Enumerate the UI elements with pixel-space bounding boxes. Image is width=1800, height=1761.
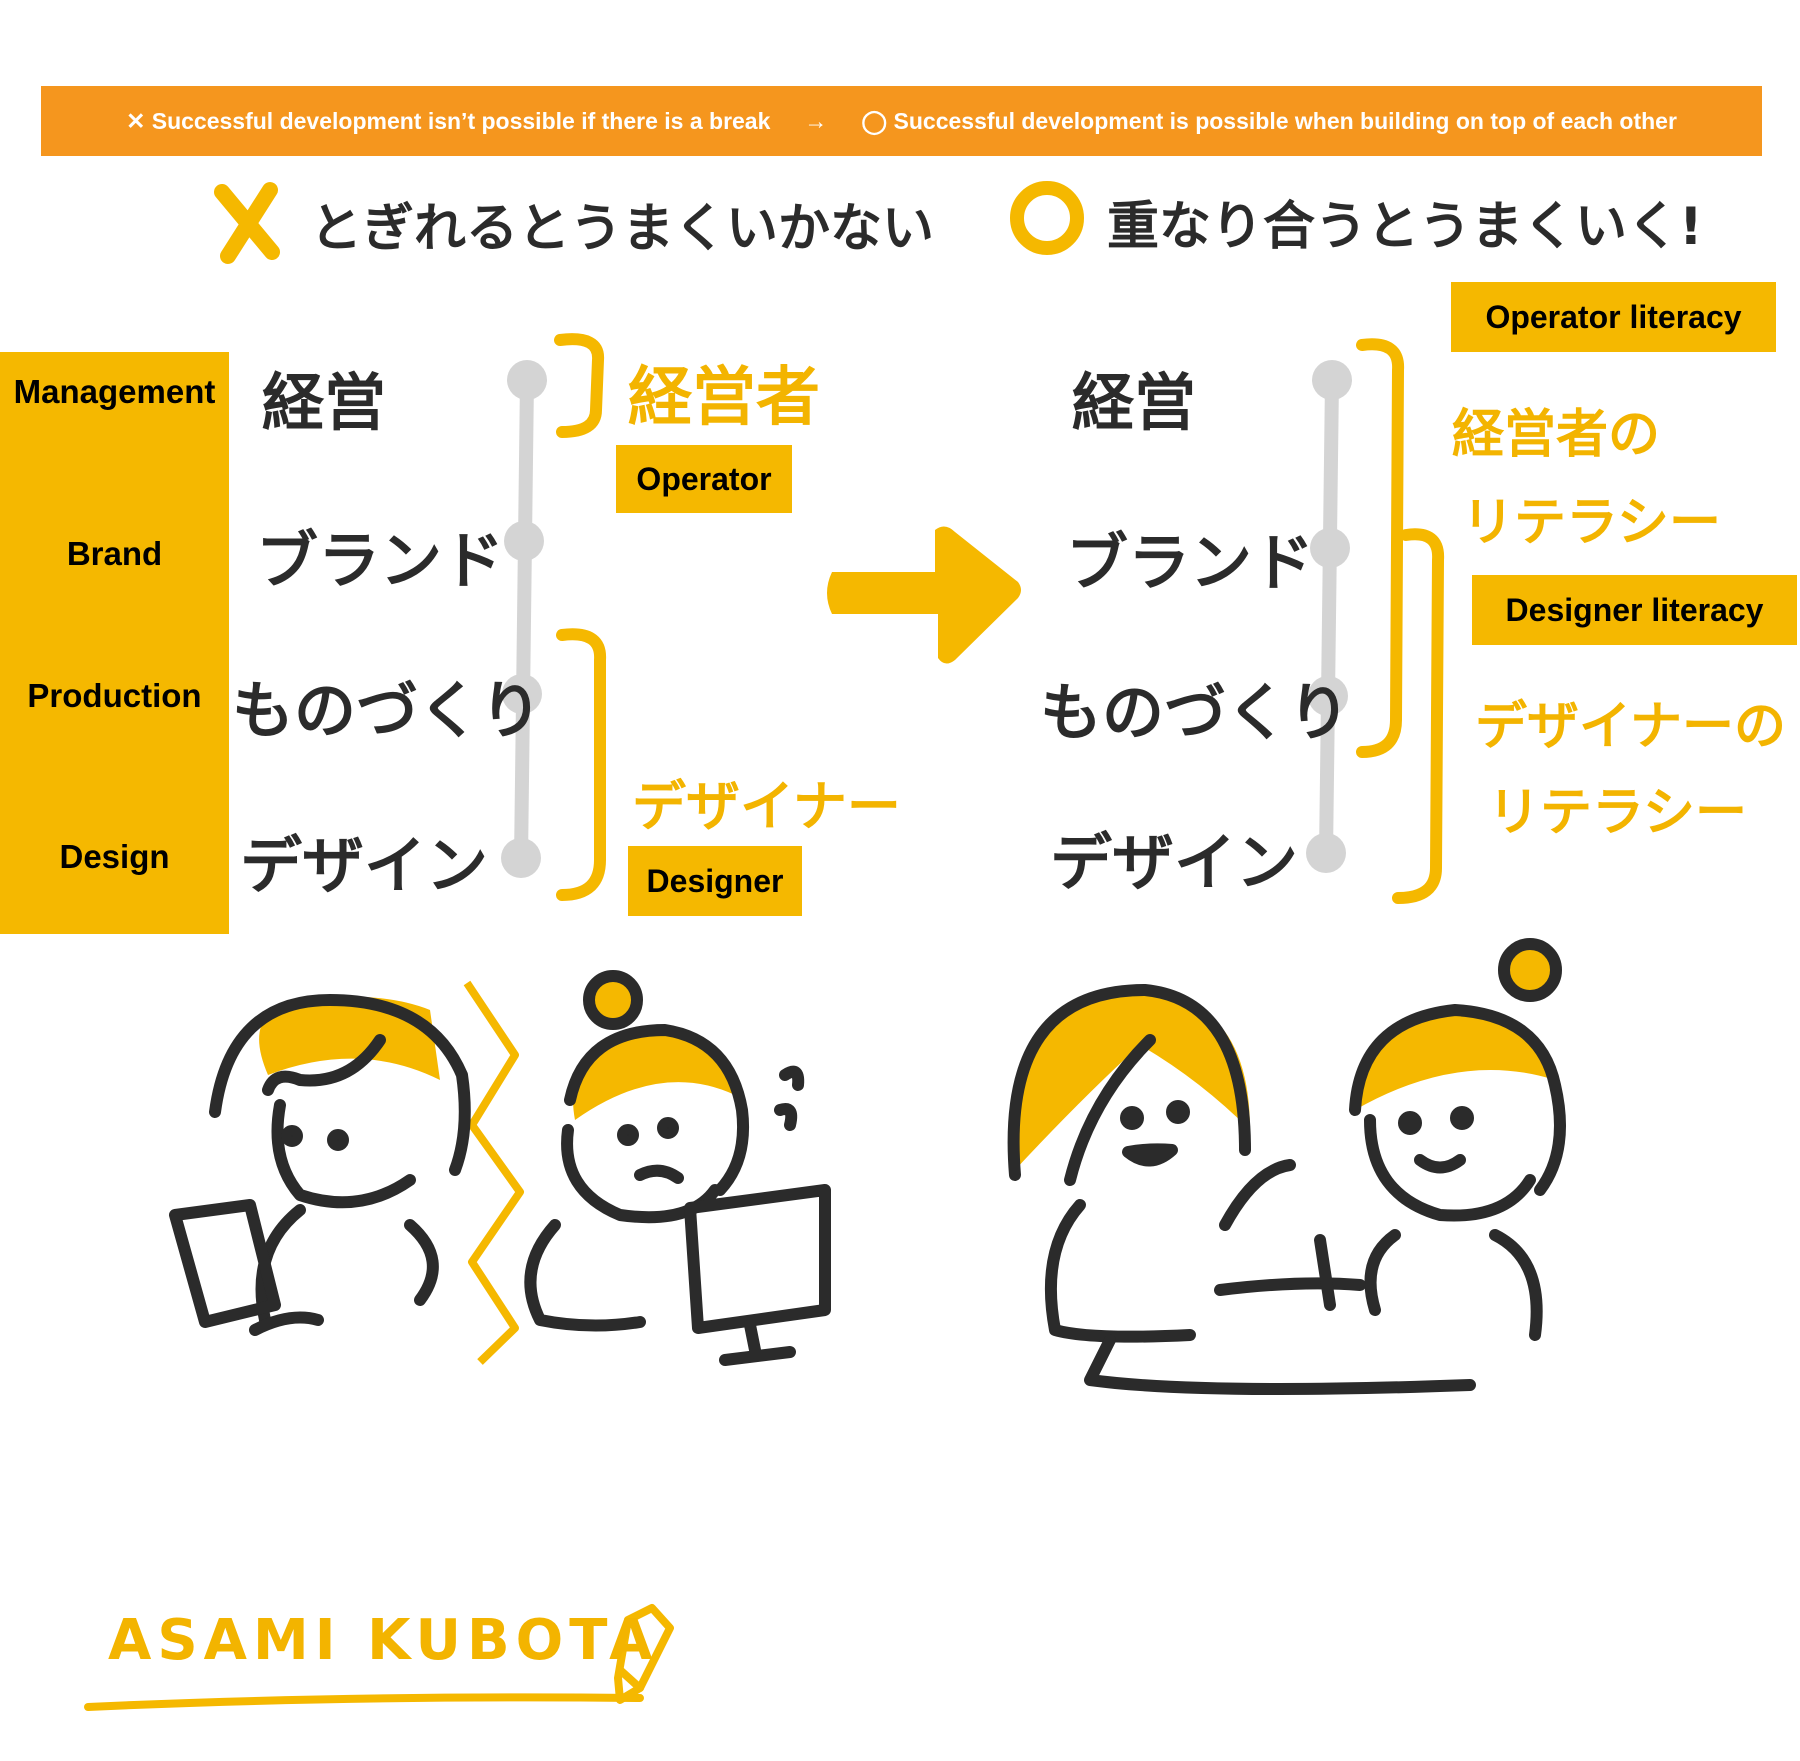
side-label-management: Management [13,373,216,410]
operator-literacy-jp-line1: 経営者の [1452,405,1661,465]
right-stage-brand: ブランド [1066,526,1315,599]
banner-left-text: ✕ Successful development isn’t possible … [126,107,771,134]
banner-right-text: ◯ Successful development is possible whe… [861,107,1677,134]
right-stage-production: ものづくり [1040,676,1351,749]
right-stage-design: デザイン [1050,826,1299,899]
operator-bracket [554,333,605,438]
operator-jp-label: 経営者 [628,361,820,435]
translation-banner: ✕ Successful development isn’t possible … [41,86,1762,156]
banner-arrow: → [804,107,828,134]
left-heading: とぎれるとうまくいかない [310,199,935,259]
designer-person-icon [524,970,831,1366]
designer-jp-label: デザイナー [632,775,901,838]
left-stage-management: 経営 [262,366,387,439]
operator-label: Operator [616,445,792,513]
right-stage-management: 経営 [1072,366,1197,439]
right-heading: 重なり合うとうまくいく! [1107,197,1703,257]
designer-label: Designer [628,846,802,916]
side-label-brand: Brand [66,535,163,572]
left-stage-production: ものづくり [232,674,543,747]
left-stage-design: デザイン [240,829,489,902]
transition-arrow-icon [827,526,1021,664]
side-label-band [0,352,229,934]
pencil-icon [614,1604,674,1704]
operator-literacy-label: Operator literacy [1451,282,1776,352]
right-stage-rail [1306,360,1352,873]
conflict-zigzag-icon [463,980,524,1365]
designer-literacy-bracket [1392,528,1445,904]
artist-signature: ASAMI KUBOTA [108,1608,659,1673]
circle-mark-icon [1010,181,1084,255]
operator-literacy-bracket [1356,338,1405,758]
left-stage-brand: ブランド [256,524,505,597]
left-stage-rail [501,360,547,878]
side-label-design: Design [59,838,170,875]
designer-literacy-jp-line1: デザイナーの [1475,697,1786,757]
designer-literacy-label: Designer literacy [1472,575,1797,645]
operator-person-icon [169,994,471,1336]
designer-bracket [556,628,607,901]
signature-underline [84,1693,644,1711]
collaborating-people-icon [1007,938,1566,1395]
cross-mark-icon [214,182,280,264]
designer-literacy-jp-line2: リテラシー [1488,783,1747,843]
operator-literacy-jp-line2: リテラシー [1462,493,1721,553]
side-label-production: Production [27,677,202,714]
